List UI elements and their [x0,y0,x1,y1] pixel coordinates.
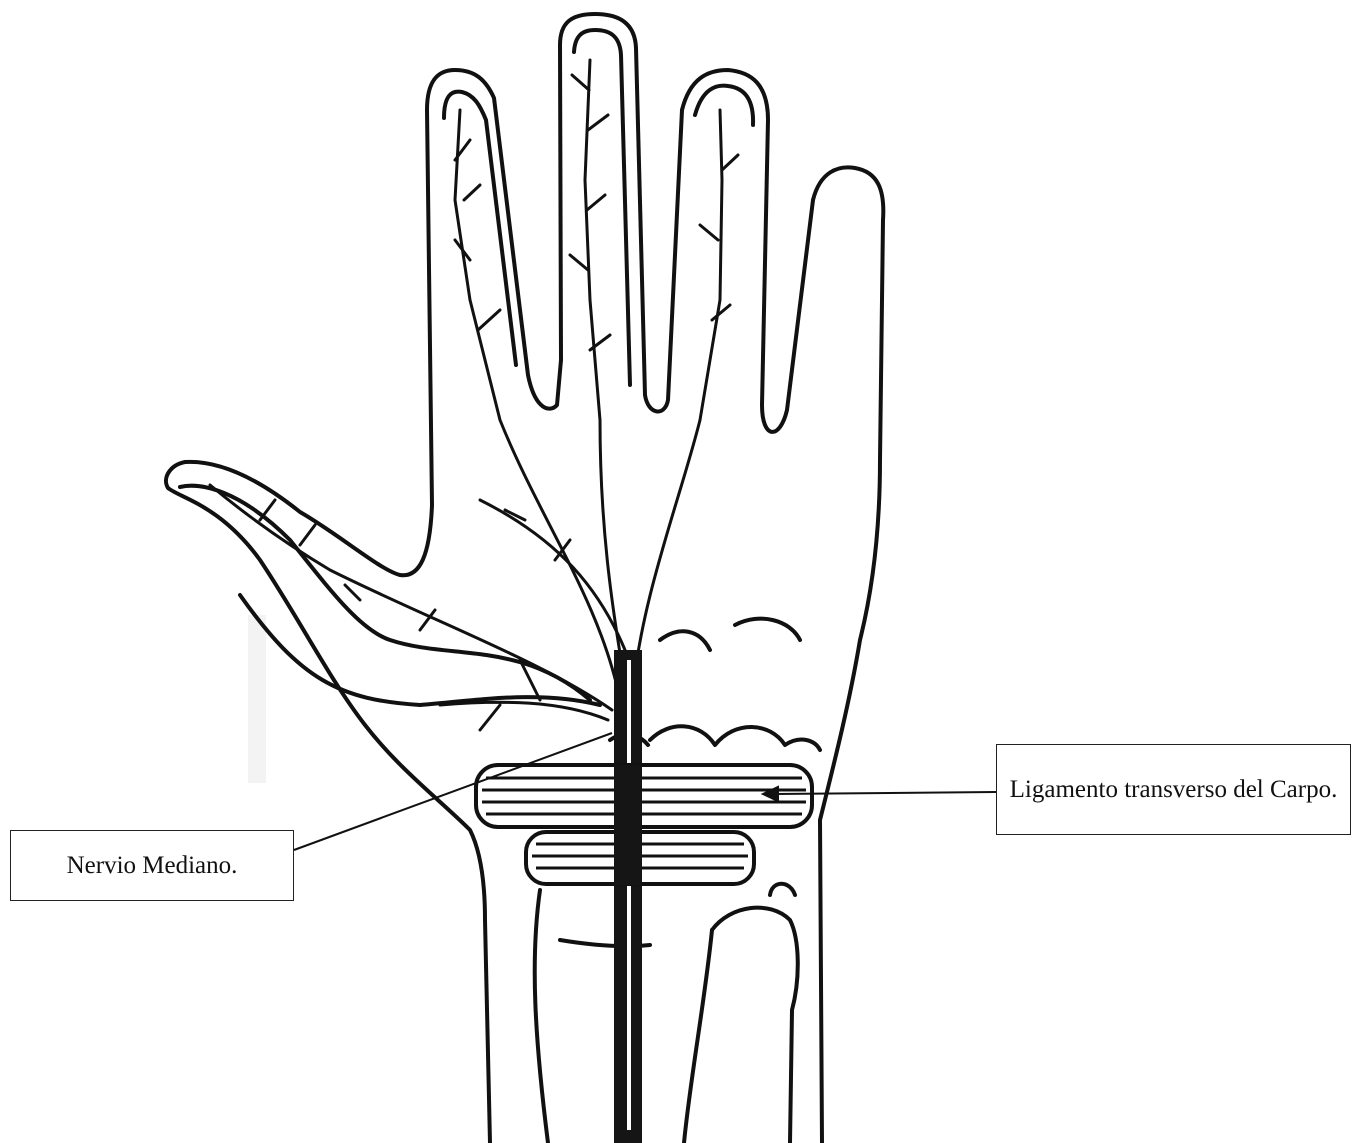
nerve-label: Nervio Mediano. [10,830,294,901]
ring-finger-outline [682,70,813,432]
nerve-branch-middle [570,60,628,700]
little-finger-outline [813,167,883,1143]
index-finger-outline [427,70,561,505]
ligament-label: Ligamento transverso del Carpo. [996,744,1351,835]
median-nerve-highlight [627,660,631,1130]
nerve-branch-index [455,110,620,700]
ring-finger-inner [695,86,753,125]
ulna-bone [712,884,798,1143]
thumb-outline [166,462,490,1143]
median-nerve-through-ligament [614,765,642,885]
thumb-inner [180,486,590,700]
index-finger-inner [444,92,516,365]
ligament-band-upper [476,765,812,827]
